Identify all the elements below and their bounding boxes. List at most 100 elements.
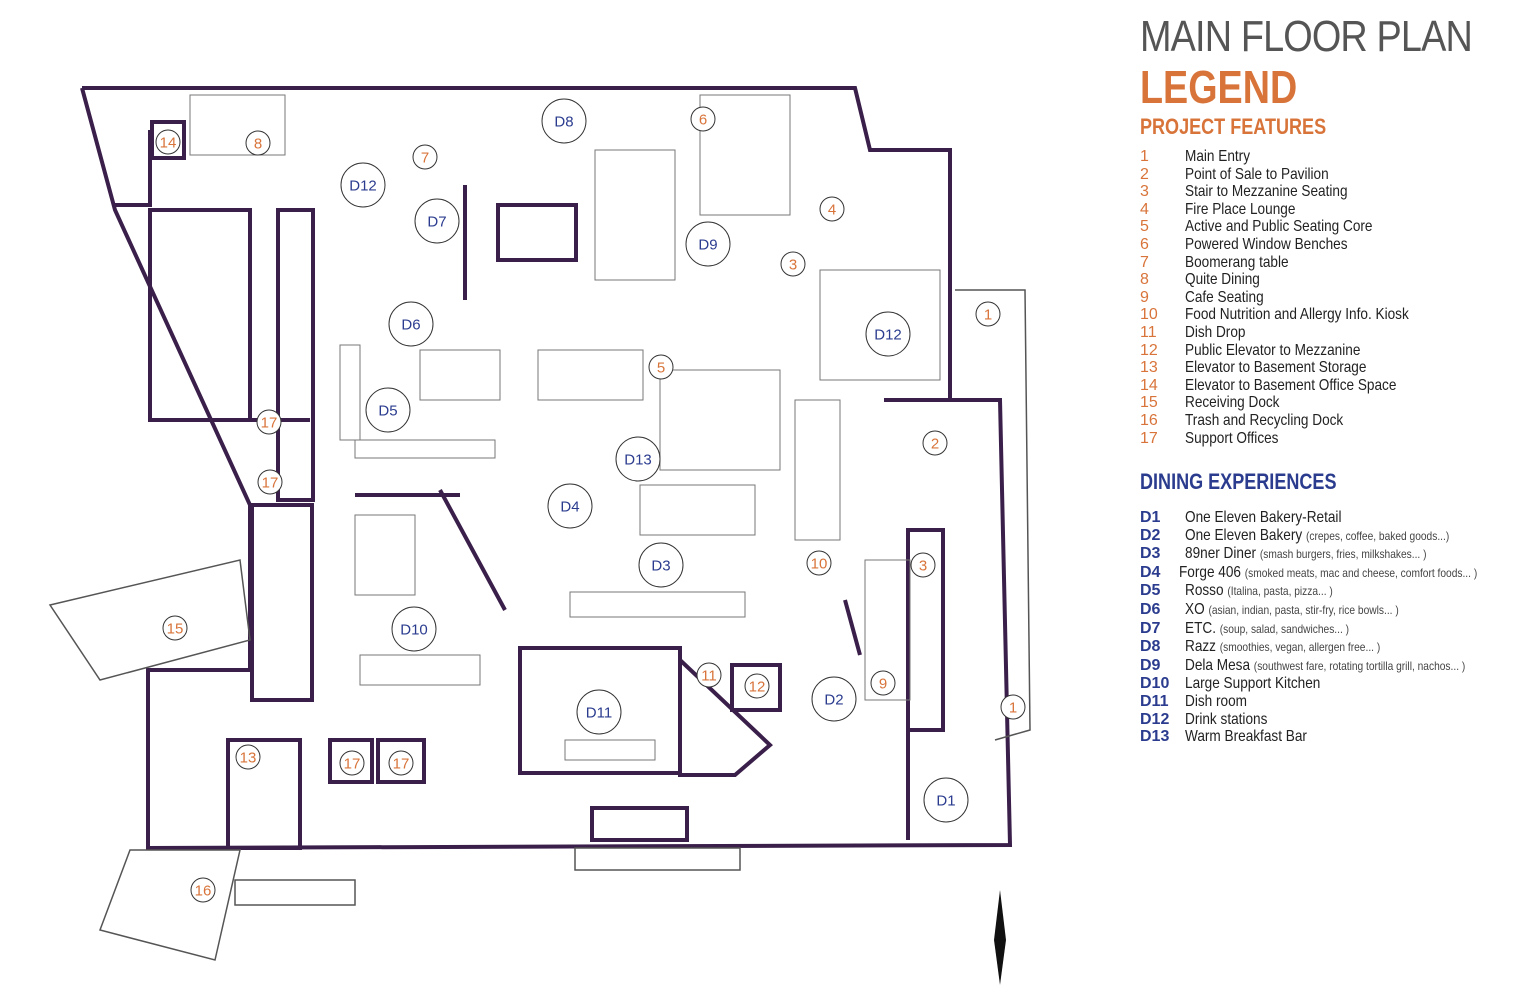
legend-label: Active and Public Seating Core (1185, 218, 1373, 236)
legend-entry: Razz (smoothies, vegan, allergen free...… (1185, 638, 1380, 657)
map-marker: D7 (414, 198, 460, 244)
marker-circle (870, 670, 896, 696)
map-marker: 7 (412, 144, 438, 170)
marker-circle (806, 550, 832, 576)
legend-key: 6 (1140, 235, 1149, 253)
legend-key: 14 (1140, 376, 1158, 394)
marker-label: 17 (262, 474, 279, 491)
legend-entry: Dela Mesa (southwest fare, rotating tort… (1185, 657, 1465, 676)
legend-note: (smoothies, vegan, allergen free... ) (1219, 640, 1381, 655)
legend-label: Dish room (1185, 693, 1247, 711)
marker-circle (1000, 694, 1026, 720)
marker-circle (365, 387, 411, 433)
legend-entry: Forge 406 (smoked meats, mac and cheese,… (1179, 564, 1477, 583)
legend-entry: Drink stations (1185, 711, 1267, 729)
marker-circle (155, 129, 181, 155)
marker-circle (245, 130, 271, 156)
marker-circle (190, 877, 216, 903)
legend-label: Forge 406 (1179, 563, 1242, 581)
legend-label: ETC. (1185, 619, 1216, 637)
marker-circle (576, 689, 622, 735)
legend-label: Elevator to Basement Office Space (1185, 376, 1397, 394)
legend-note: (smoked meats, mac and cheese, comfort f… (1244, 565, 1478, 580)
legend-entry: One Eleven Bakery (crepes, coffee, baked… (1185, 527, 1449, 546)
legend-key: D12 (1140, 710, 1170, 728)
marker-label: 3 (919, 557, 927, 574)
legend-label: Boomerang table (1185, 253, 1289, 271)
map-marker: D8 (541, 98, 587, 144)
legend-item: 5 Active and Public Seating Core (1140, 218, 1530, 236)
marker-circle (975, 301, 1001, 327)
map-marker: 3 (780, 251, 806, 277)
marker-circle (162, 615, 188, 641)
legend-item: 14 Elevator to Basement Office Space (1140, 377, 1530, 395)
map-marker: 14 (155, 129, 181, 155)
legend-entry: Warm Breakfast Bar (1185, 728, 1307, 746)
marker-label: 9 (879, 675, 887, 692)
legend-item: D7 ETC. (soup, salad, sandwiches... ) (1140, 620, 1530, 639)
marker-circle (257, 469, 283, 495)
legend-key: 10 (1140, 306, 1158, 324)
map-marker: 3 (910, 552, 936, 578)
legend-key: 13 (1140, 359, 1158, 377)
legend-key: D3 (1140, 545, 1161, 563)
legend-label: Warm Breakfast Bar (1185, 728, 1307, 746)
marker-circle (690, 106, 716, 132)
legend-panel: MAIN FLOOR PLAN LEGEND PROJECT FEATURES … (1140, 12, 1530, 746)
legend-key: 3 (1140, 183, 1149, 201)
legend-label: Stair to Mezzanine Seating (1185, 183, 1348, 201)
page-title: MAIN FLOOR PLAN (1140, 12, 1473, 61)
legend-entry: ETC. (soup, salad, sandwiches... ) (1185, 620, 1349, 639)
map-marker: D12 (865, 311, 911, 357)
map-marker: 16 (190, 877, 216, 903)
legend-label: Main Entry (1185, 148, 1250, 165)
marker-label: 5 (657, 359, 665, 376)
marker-label: D13 (624, 451, 652, 468)
walls (80, 86, 1013, 851)
legend-key: 7 (1140, 253, 1149, 271)
legend-label: One Eleven Bakery-Retail (1185, 509, 1342, 527)
marker-label: 13 (240, 749, 257, 766)
map-marker: D10 (391, 606, 437, 652)
marker-label: 7 (421, 149, 429, 166)
legend-entry: Rosso (Italina, pasta, pizza... ) (1185, 582, 1333, 601)
marker-label: D2 (824, 691, 843, 708)
map-marker: 1 (975, 301, 1001, 327)
map-marker: 4 (819, 196, 845, 222)
legend-key: D13 (1140, 728, 1170, 746)
marker-label: 8 (254, 135, 262, 152)
map-marker: D6 (388, 301, 434, 347)
map-marker: 13 (235, 744, 261, 770)
marker-label: 1 (1009, 699, 1017, 716)
marker-label: 17 (393, 755, 410, 772)
map-marker: D2 (811, 676, 857, 722)
map-marker: 8 (245, 130, 271, 156)
legend-key: 12 (1140, 341, 1158, 359)
marker-label: 1 (984, 306, 992, 323)
legend-key: 5 (1140, 218, 1149, 236)
furniture (189, 94, 941, 761)
dining-experiences-heading: DINING EXPERIENCES (1140, 469, 1337, 495)
marker-label: 17 (344, 755, 361, 772)
marker-circle (819, 196, 845, 222)
legend-label: 89ner Diner (1185, 545, 1257, 563)
legend-key: D7 (1140, 619, 1161, 637)
legend-entry: 89ner Diner (smash burgers, fries, milks… (1185, 545, 1427, 564)
